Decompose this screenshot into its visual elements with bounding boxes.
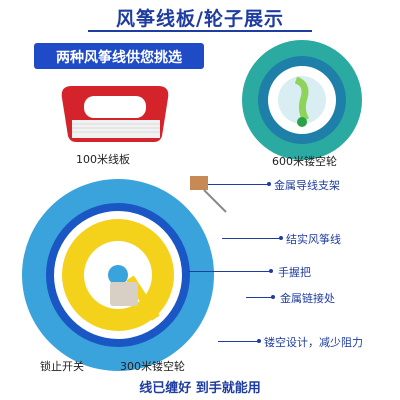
lock-switch-caption: 锁止开关: [40, 360, 84, 373]
callout-dot-guide: [267, 182, 271, 186]
callout-dot-hollow: [257, 339, 261, 343]
big-reel-image: [22, 176, 227, 371]
callout-dot-handle: [269, 269, 273, 273]
callout-strong-line: 结实风筝线: [286, 233, 341, 246]
callout-guide-bracket: 金属导线支架: [274, 179, 340, 192]
callout-dot-link: [271, 295, 275, 299]
title-underline: [88, 30, 312, 32]
big-reel-caption: 300米镂空轮: [120, 360, 185, 373]
page-title: 风筝线板/轮子展示: [116, 8, 284, 30]
callout-dot-strong: [279, 236, 283, 240]
line-board-image: [61, 86, 169, 142]
callout-metal-link: 金属链接处: [280, 292, 335, 305]
board-caption: 100米线板: [76, 153, 130, 166]
footer-slogan: 线已缠好 到手就能用: [139, 381, 261, 396]
callout-hollow-design: 镂空设计，减少阻力: [264, 336, 363, 349]
callout-line-strong: [222, 238, 282, 239]
callout-line-guide: [208, 184, 270, 185]
choice-ribbon-text: 两种风筝线供您挑选: [56, 50, 182, 66]
callout-line-handle: [188, 271, 272, 272]
small-reel-caption: 600米镂空轮: [272, 155, 337, 168]
small-reel-image: [242, 40, 362, 160]
choice-ribbon: [34, 43, 204, 69]
callout-handle: 手握把: [278, 266, 311, 279]
callout-line-hollow: [218, 341, 260, 342]
callout-line-link: [246, 297, 274, 298]
